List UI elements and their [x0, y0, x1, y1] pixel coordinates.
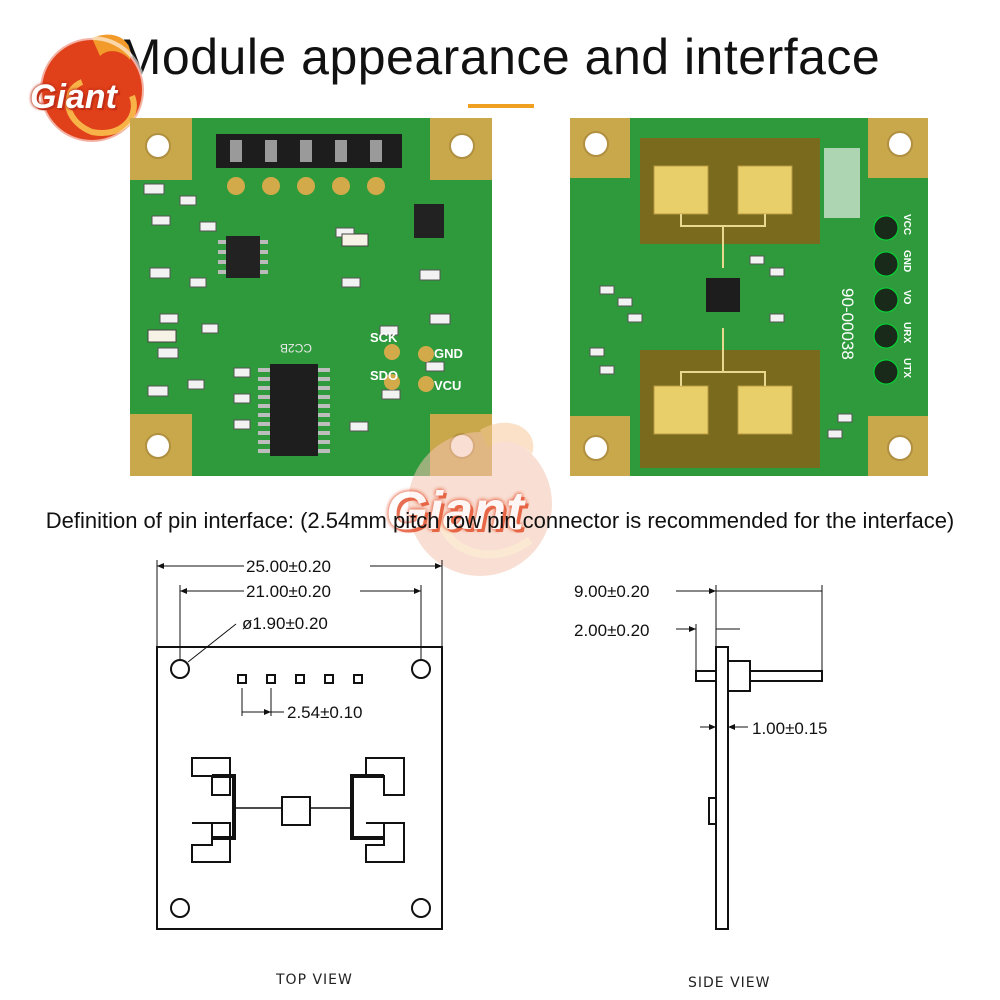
dim-hole-diameter: ø1.90±0.20 — [242, 614, 328, 633]
back-mount-holes — [583, 131, 913, 461]
dim-overall-width: 25.00±0.20 — [246, 557, 331, 576]
silk-urx: URX — [901, 322, 912, 343]
antenna-feeds — [680, 214, 766, 386]
ic-small — [226, 236, 260, 278]
radar-ic — [706, 278, 740, 312]
silk-gnd: GND — [434, 346, 463, 361]
smd-components — [143, 183, 451, 432]
shield-label — [824, 148, 860, 218]
silk-part-number: 90-00038 — [838, 288, 857, 360]
silk-vo: VO — [901, 290, 912, 305]
silk-vcc: VCC — [901, 214, 912, 235]
antenna-patches — [653, 165, 793, 435]
logo-text: Giant — [30, 78, 117, 116]
regulator — [414, 204, 444, 238]
header-solder-pads — [227, 177, 385, 195]
capacitor — [341, 233, 369, 247]
front-pcb — [130, 118, 492, 476]
front-test-pads — [384, 344, 434, 392]
silk-sdo: SDO — [370, 368, 398, 383]
silk-sck: SCK — [370, 330, 398, 345]
title-underline — [468, 104, 534, 108]
ic-main — [270, 364, 318, 456]
silk-utx: UTX — [901, 358, 912, 378]
side-view-label: SIDE VIEW — [688, 975, 771, 991]
dim-pin-pitch: 2.54±0.10 — [287, 703, 363, 722]
back-smd-components — [589, 255, 853, 439]
pin-definition-text: Definition of pin interface: (2.54mm pit… — [45, 508, 955, 533]
page-title: Module appearance and interface — [119, 29, 881, 85]
header-pins — [230, 140, 382, 162]
silk-cc2b: CC2B — [280, 341, 312, 355]
watermark-logo — [408, 422, 552, 576]
dimension-drawing: 25.00±0.20 21.00±0.20 ø1.90±0.20 2.54±0.… — [156, 557, 828, 930]
side-view-outline — [695, 646, 823, 930]
watermark-text: Giant — [386, 481, 525, 541]
dim-hole-spacing: 21.00±0.20 — [246, 582, 331, 601]
dim-side-total: 9.00±0.20 — [574, 582, 650, 601]
top-view-pin-pads — [237, 674, 363, 684]
top-view-feedlines — [212, 774, 384, 840]
silk-gnd-back: GND — [901, 250, 912, 272]
back-board-image: VCC GND VO URX UTX 90-00038 — [570, 118, 928, 476]
giant-logo — [38, 34, 146, 144]
top-view-outline — [156, 646, 443, 930]
front-board-image: SCK GND SDO VCU CC2B — [130, 118, 492, 476]
dim-side-thickness: 1.00±0.15 — [752, 719, 828, 738]
top-view-label: TOP VIEW — [276, 972, 353, 988]
back-header-pins — [873, 215, 899, 385]
dim-side-header: 2.00±0.20 — [574, 621, 650, 640]
silk-vcu: VCU — [434, 378, 461, 393]
capacitor — [147, 329, 177, 343]
